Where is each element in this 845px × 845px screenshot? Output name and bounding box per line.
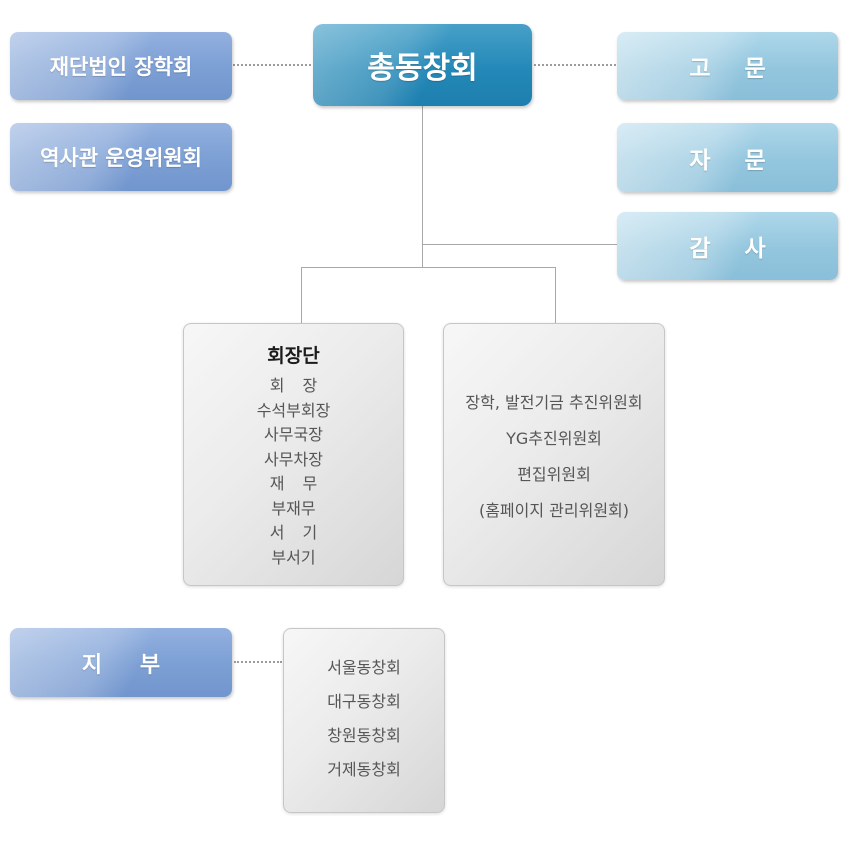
branch-label-box: 지 부 bbox=[10, 628, 232, 697]
panel-committees: 장학, 발전기금 추진위원회 YG추진위원회 편집위원회 (홈페이지 관리위원회… bbox=[443, 323, 665, 586]
member-deputy-treasurer: 부재무 bbox=[271, 498, 316, 518]
connector-root-vertical bbox=[422, 105, 423, 267]
connector-audit-horizontal bbox=[422, 244, 617, 245]
dotted-link-advisor bbox=[534, 64, 616, 66]
panel-president-board: 회장단 회 장 수석부회장 사무국장 사무차장 재 무 부재무 서 기 부서기 bbox=[183, 323, 404, 586]
committee-editorial: 편집위원회 bbox=[517, 465, 591, 484]
president-board-members: 회 장 수석부회장 사무국장 사무차장 재 무 부재무 서 기 부서기 bbox=[184, 374, 403, 570]
root-box-alumni-association: 총동창회 bbox=[313, 24, 532, 106]
affiliate-box-history-hall-committee: 역사관 운영위원회 bbox=[10, 123, 232, 191]
member-senior-vice-president: 수석부회장 bbox=[256, 400, 331, 420]
panel-branches: 서울동창회 대구동창회 창원동창회 거제동창회 bbox=[283, 628, 445, 813]
connector-president-drop bbox=[301, 267, 302, 323]
branch-daegu: 대구동창회 bbox=[327, 692, 401, 711]
branch-geoje: 거제동창회 bbox=[327, 760, 401, 779]
member-clerk: 서 기 bbox=[269, 523, 318, 542]
committee-homepage-management: (홈페이지 관리위원회) bbox=[478, 501, 630, 520]
president-board-title: 회장단 bbox=[267, 345, 320, 367]
member-secretary-general: 사무국장 bbox=[264, 425, 323, 444]
member-treasurer: 재 무 bbox=[269, 474, 318, 493]
dotted-link-branches bbox=[234, 661, 282, 663]
advisor-box-jamun: 자 문 bbox=[617, 123, 838, 192]
advisor-box-gamsa: 감 사 bbox=[617, 212, 838, 280]
member-deputy-clerk: 부서기 bbox=[271, 547, 316, 567]
dotted-link-foundation bbox=[233, 64, 311, 66]
connector-span-horizontal bbox=[301, 267, 556, 268]
branch-changwon: 창원동창회 bbox=[327, 726, 401, 745]
member-deputy-secretary: 사무차장 bbox=[264, 449, 323, 469]
committee-scholarship-fund: 장학, 발전기금 추진위원회 bbox=[465, 393, 643, 412]
member-president: 회 장 bbox=[269, 376, 318, 395]
connector-committee-drop bbox=[555, 267, 556, 323]
branch-seoul: 서울동창회 bbox=[327, 658, 401, 677]
affiliate-box-scholarship-foundation: 재단법인 장학회 bbox=[10, 32, 232, 100]
advisor-box-gomun: 고 문 bbox=[617, 32, 838, 100]
committee-yg-promotion: YG추진위원회 bbox=[506, 429, 602, 448]
